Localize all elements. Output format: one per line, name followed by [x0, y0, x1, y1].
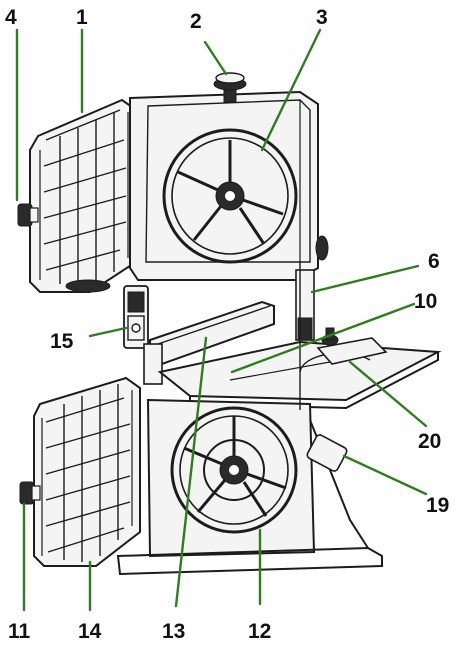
lower-housing	[116, 398, 383, 576]
label-12: 12	[248, 620, 271, 643]
callout-labels: 4 1 2 3 6 10 15 20 19 11 14 13 12	[5, 6, 449, 643]
lower-door	[33, 376, 141, 567]
miter-gauge	[316, 327, 388, 365]
lower-wheel	[170, 406, 298, 534]
lower-door-knob	[19, 481, 41, 505]
label-3: 3	[316, 6, 328, 29]
label-2: 2	[190, 10, 202, 33]
callout-line-3	[260, 28, 322, 152]
rip-fence	[143, 300, 275, 385]
callout-line-20	[348, 360, 428, 428]
upper-door-knob	[17, 203, 39, 227]
callout-line-13	[174, 336, 208, 608]
power-switch	[123, 285, 149, 349]
callout-line-15	[88, 326, 128, 338]
label-11: 11	[8, 620, 31, 643]
upper-door	[29, 98, 137, 293]
label-4: 4	[5, 6, 17, 29]
callout-line-6	[310, 264, 420, 294]
label-14: 14	[78, 620, 102, 643]
label-10: 10	[414, 290, 437, 313]
label-20: 20	[418, 430, 441, 453]
tension-knob	[213, 72, 247, 103]
label-13: 13	[162, 620, 185, 643]
label-6: 6	[428, 250, 440, 273]
label-1: 1	[76, 6, 88, 29]
label-15: 15	[50, 330, 74, 353]
upper-wheel	[162, 128, 298, 264]
label-19: 19	[426, 494, 449, 517]
callout-line-10	[230, 302, 416, 374]
callout-lines	[15, 28, 428, 612]
callout-line-2	[203, 40, 228, 76]
callout-line-19	[342, 454, 428, 496]
